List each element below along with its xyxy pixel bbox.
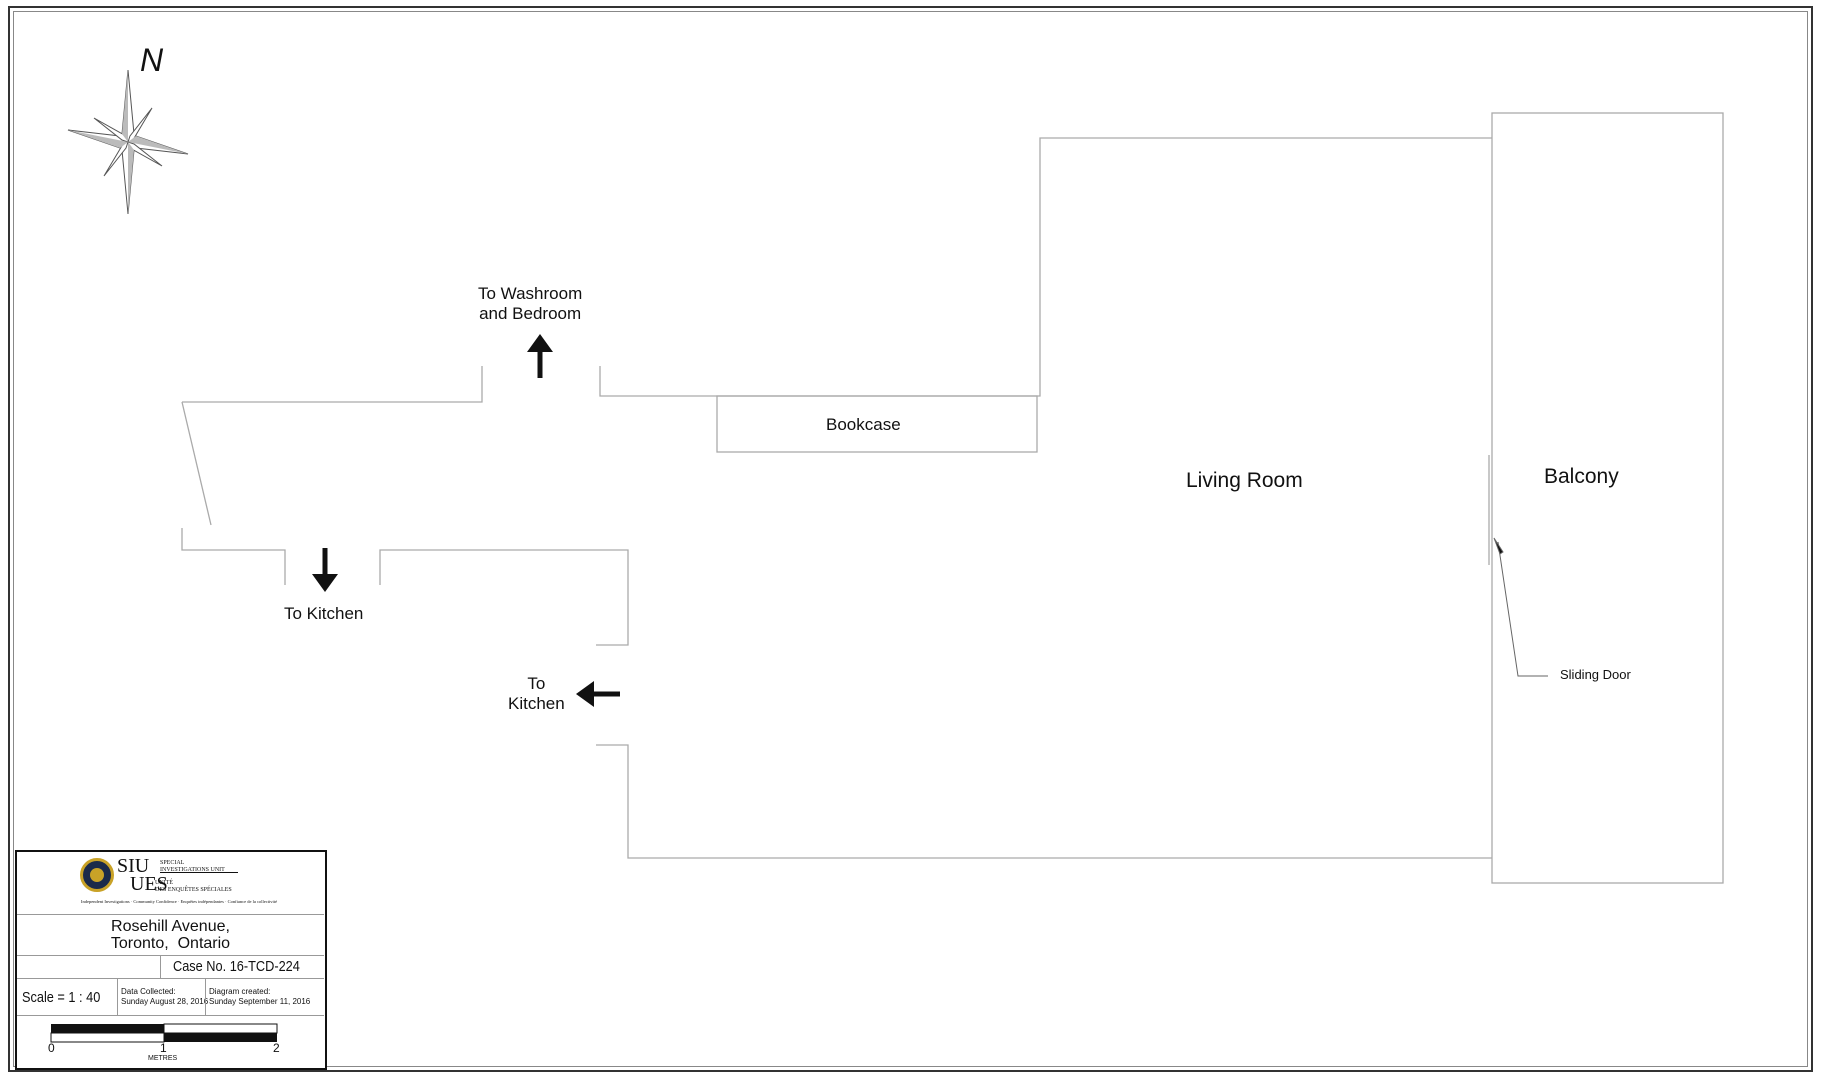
bookcase-outline [716, 395, 1038, 453]
logo-rule [160, 872, 238, 873]
scale-unit: METRES [148, 1055, 178, 1062]
page-border [8, 6, 1813, 1072]
angled-wall [181, 401, 212, 526]
title-block-logo-row: SIU UES SPECIAL INVESTIGATIONS UNIT UNIT… [17, 852, 324, 915]
scale-tick-2: 2 [273, 1041, 280, 1055]
balcony-outline [1491, 112, 1724, 884]
address-text: Rosehill Avenue, Toronto, Ontario [110, 918, 231, 952]
compass-rose [67, 69, 189, 215]
living-room-north-wall [599, 137, 1492, 397]
label-sliding-door: Sliding Door [1560, 667, 1631, 682]
sliding-door-leader [1493, 537, 1548, 677]
data-collected-label: Data Collected: [121, 987, 176, 996]
compass-north-label: N [140, 42, 164, 78]
arrows [312, 334, 620, 707]
case-number: Case No. 16-TCD-224 [173, 958, 300, 975]
arrow-down-icon [312, 548, 338, 592]
label-bookcase: Bookcase [826, 415, 901, 434]
scale-bar-segment-3 [50, 1032, 165, 1043]
living-room-south-wall [596, 744, 1492, 859]
logo-siu-full: SPECIAL INVESTIGATIONS UNIT [160, 860, 225, 873]
scale-bar-graphic [50, 1023, 278, 1043]
siu-seal-icon [80, 858, 114, 892]
logo-siu-text: SIU [117, 855, 150, 877]
arrow-up-icon [527, 334, 553, 378]
label-to-washroom: To Washroom and Bedroom [478, 284, 583, 323]
corridor-south-wall-right [379, 549, 629, 646]
label-living-room: Living Room [1186, 469, 1303, 492]
title-block-info-row: Scale = 1 : 40 Data Collected: Sunday Au… [17, 979, 324, 1016]
label-to-kitchen-west: To Kitchen [508, 674, 565, 713]
corridor-north-wall [182, 366, 483, 403]
diagram-created-label: Diagram created: [209, 987, 271, 996]
scale-tick-0: 0 [48, 1041, 55, 1055]
arrow-left-icon [576, 681, 620, 707]
title-block: SIU UES SPECIAL INVESTIGATIONS UNIT UNIT… [15, 850, 327, 1070]
corridor-south-wall-left [181, 528, 286, 585]
scale-bar: 0 1 2 METRES [39, 1022, 301, 1064]
scale-text: Scale = 1 : 40 [22, 989, 101, 1006]
logo-ues-text: UES [130, 873, 168, 895]
page-border-inner [13, 11, 1808, 1067]
data-collected-date: Sunday August 28, 2016 [121, 997, 209, 1006]
label-balcony: Balcony [1544, 465, 1619, 488]
case-cell: Case No. 16-TCD-224 [160, 956, 325, 978]
diagram-created-date: Sunday September 11, 2016 [209, 997, 311, 1006]
walls [181, 112, 1724, 884]
scale-bar-segment-1 [51, 1024, 164, 1033]
scale-bar-segment-2 [163, 1023, 278, 1034]
title-block-address-row: Rosehill Avenue, Toronto, Ontario [17, 915, 324, 956]
logo-ues-full: UNITÉ DES ENQUÊTES SPÉCIALES [155, 880, 232, 893]
title-block-case-row: Case No. 16-TCD-224 [17, 956, 324, 979]
scale-tick-1: 1 [160, 1041, 167, 1055]
label-to-kitchen-south: To Kitchen [284, 604, 364, 623]
scale-bar-segment-4 [164, 1033, 277, 1042]
logo-tagline: Independent Investigations · Community C… [81, 899, 277, 904]
